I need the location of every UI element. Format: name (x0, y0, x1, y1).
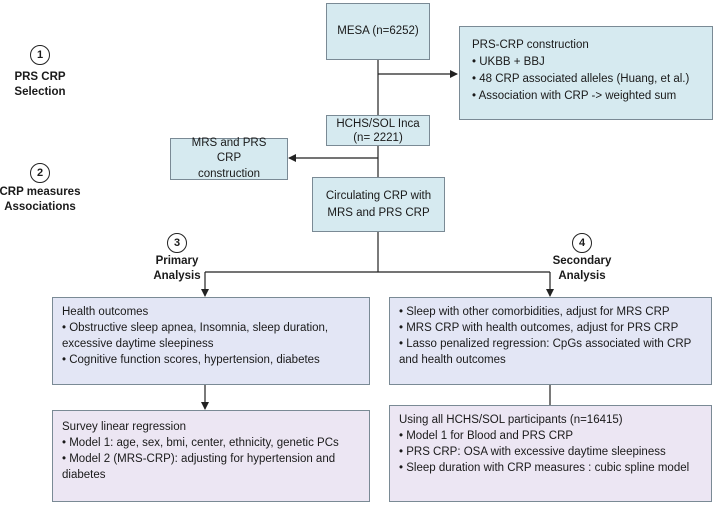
list-item: • Sleep with other comorbidities, adjust… (399, 306, 670, 318)
list-item: • Model 1 for Blood and PRS CRP (399, 430, 574, 442)
list-item: • 48 CRP associated alleles (Huang, et a… (472, 73, 690, 85)
list-item: • Sleep duration with CRP measures : cub… (399, 462, 690, 474)
health-outcomes-list: • Obstructive sleep apnea, Insomnia, sle… (62, 320, 360, 368)
step-3-badge: 3 (167, 233, 187, 253)
mrs-prs-construction-box: MRS and PRS CRP construction (170, 136, 288, 180)
prs-construction-list: • UKBB + BBJ • 48 CRP associated alleles… (472, 54, 700, 105)
prs-construction-box: PRS-CRP construction • UKBB + BBJ • 48 C… (459, 26, 713, 120)
prs-construction-title: PRS-CRP construction (472, 39, 589, 51)
list-item: • Model 2 (MRS-CRP): adjusting for hyper… (62, 453, 336, 481)
survey-regression-list: • Model 1: age, sex, bmi, center, ethnic… (62, 435, 360, 483)
hchs-line1: HCHS/SOL Inca (336, 117, 420, 130)
mesa-text: MESA (n=6252) (337, 24, 419, 37)
circulating-line1: Circulating CRP with (325, 189, 432, 202)
step-4-label: Secondary Analysis (552, 255, 612, 282)
all-participants-box: Using all HCHS/SOL participants (n=16415… (389, 405, 712, 502)
health-outcomes-box: Health outcomes • Obstructive sleep apne… (52, 297, 370, 385)
hchs-line2: (n= 2221) (353, 131, 403, 144)
list-item: • Model 1: age, sex, bmi, center, ethnic… (62, 437, 339, 449)
mrs-prs-line2: construction (197, 167, 260, 180)
secondary-analysis-box: • Sleep with other comorbidities, adjust… (389, 297, 712, 385)
step-1-badge: 1 (30, 45, 50, 65)
survey-regression-title: Survey linear regression (62, 421, 187, 433)
list-item: • PRS CRP: OSA with excessive daytime sl… (399, 446, 666, 458)
circulating-crp-box: Circulating CRP with MRS and PRS CRP (312, 177, 445, 232)
step-4-badge: 4 (572, 233, 592, 253)
survey-regression-box: Survey linear regression • Model 1: age,… (52, 410, 370, 502)
step-2-label: CRP measures Associations (0, 186, 81, 213)
mesa-box: MESA (n=6252) (326, 3, 430, 60)
secondary-analysis-list: • Sleep with other comorbidities, adjust… (399, 304, 702, 368)
list-item: • UKBB + BBJ (472, 56, 545, 68)
health-outcomes-title: Health outcomes (62, 306, 149, 318)
list-item: • Cognitive function scores, hypertensio… (62, 354, 320, 366)
step-3-label: Primary Analysis (153, 255, 201, 282)
circulating-line2: MRS and PRS CRP (327, 206, 430, 219)
list-item: • Association with CRP -> weighted sum (472, 90, 677, 102)
all-participants-list: • Model 1 for Blood and PRS CRP • PRS CR… (399, 428, 702, 476)
step-2-badge: 2 (30, 163, 50, 183)
hchs-box: HCHS/SOL Inca (n= 2221) (326, 115, 430, 146)
mrs-prs-line1: MRS and PRS CRP (191, 136, 267, 165)
all-participants-title: Using all HCHS/SOL participants (n=16415… (399, 414, 623, 426)
list-item: • Obstructive sleep apnea, Insomnia, sle… (62, 322, 329, 350)
list-item: • MRS CRP with health outcomes, adjust f… (399, 322, 679, 334)
step-1-label: PRS CRP Selection (14, 71, 66, 98)
list-item: • Lasso penalized regression: CpGs assoc… (399, 338, 692, 366)
